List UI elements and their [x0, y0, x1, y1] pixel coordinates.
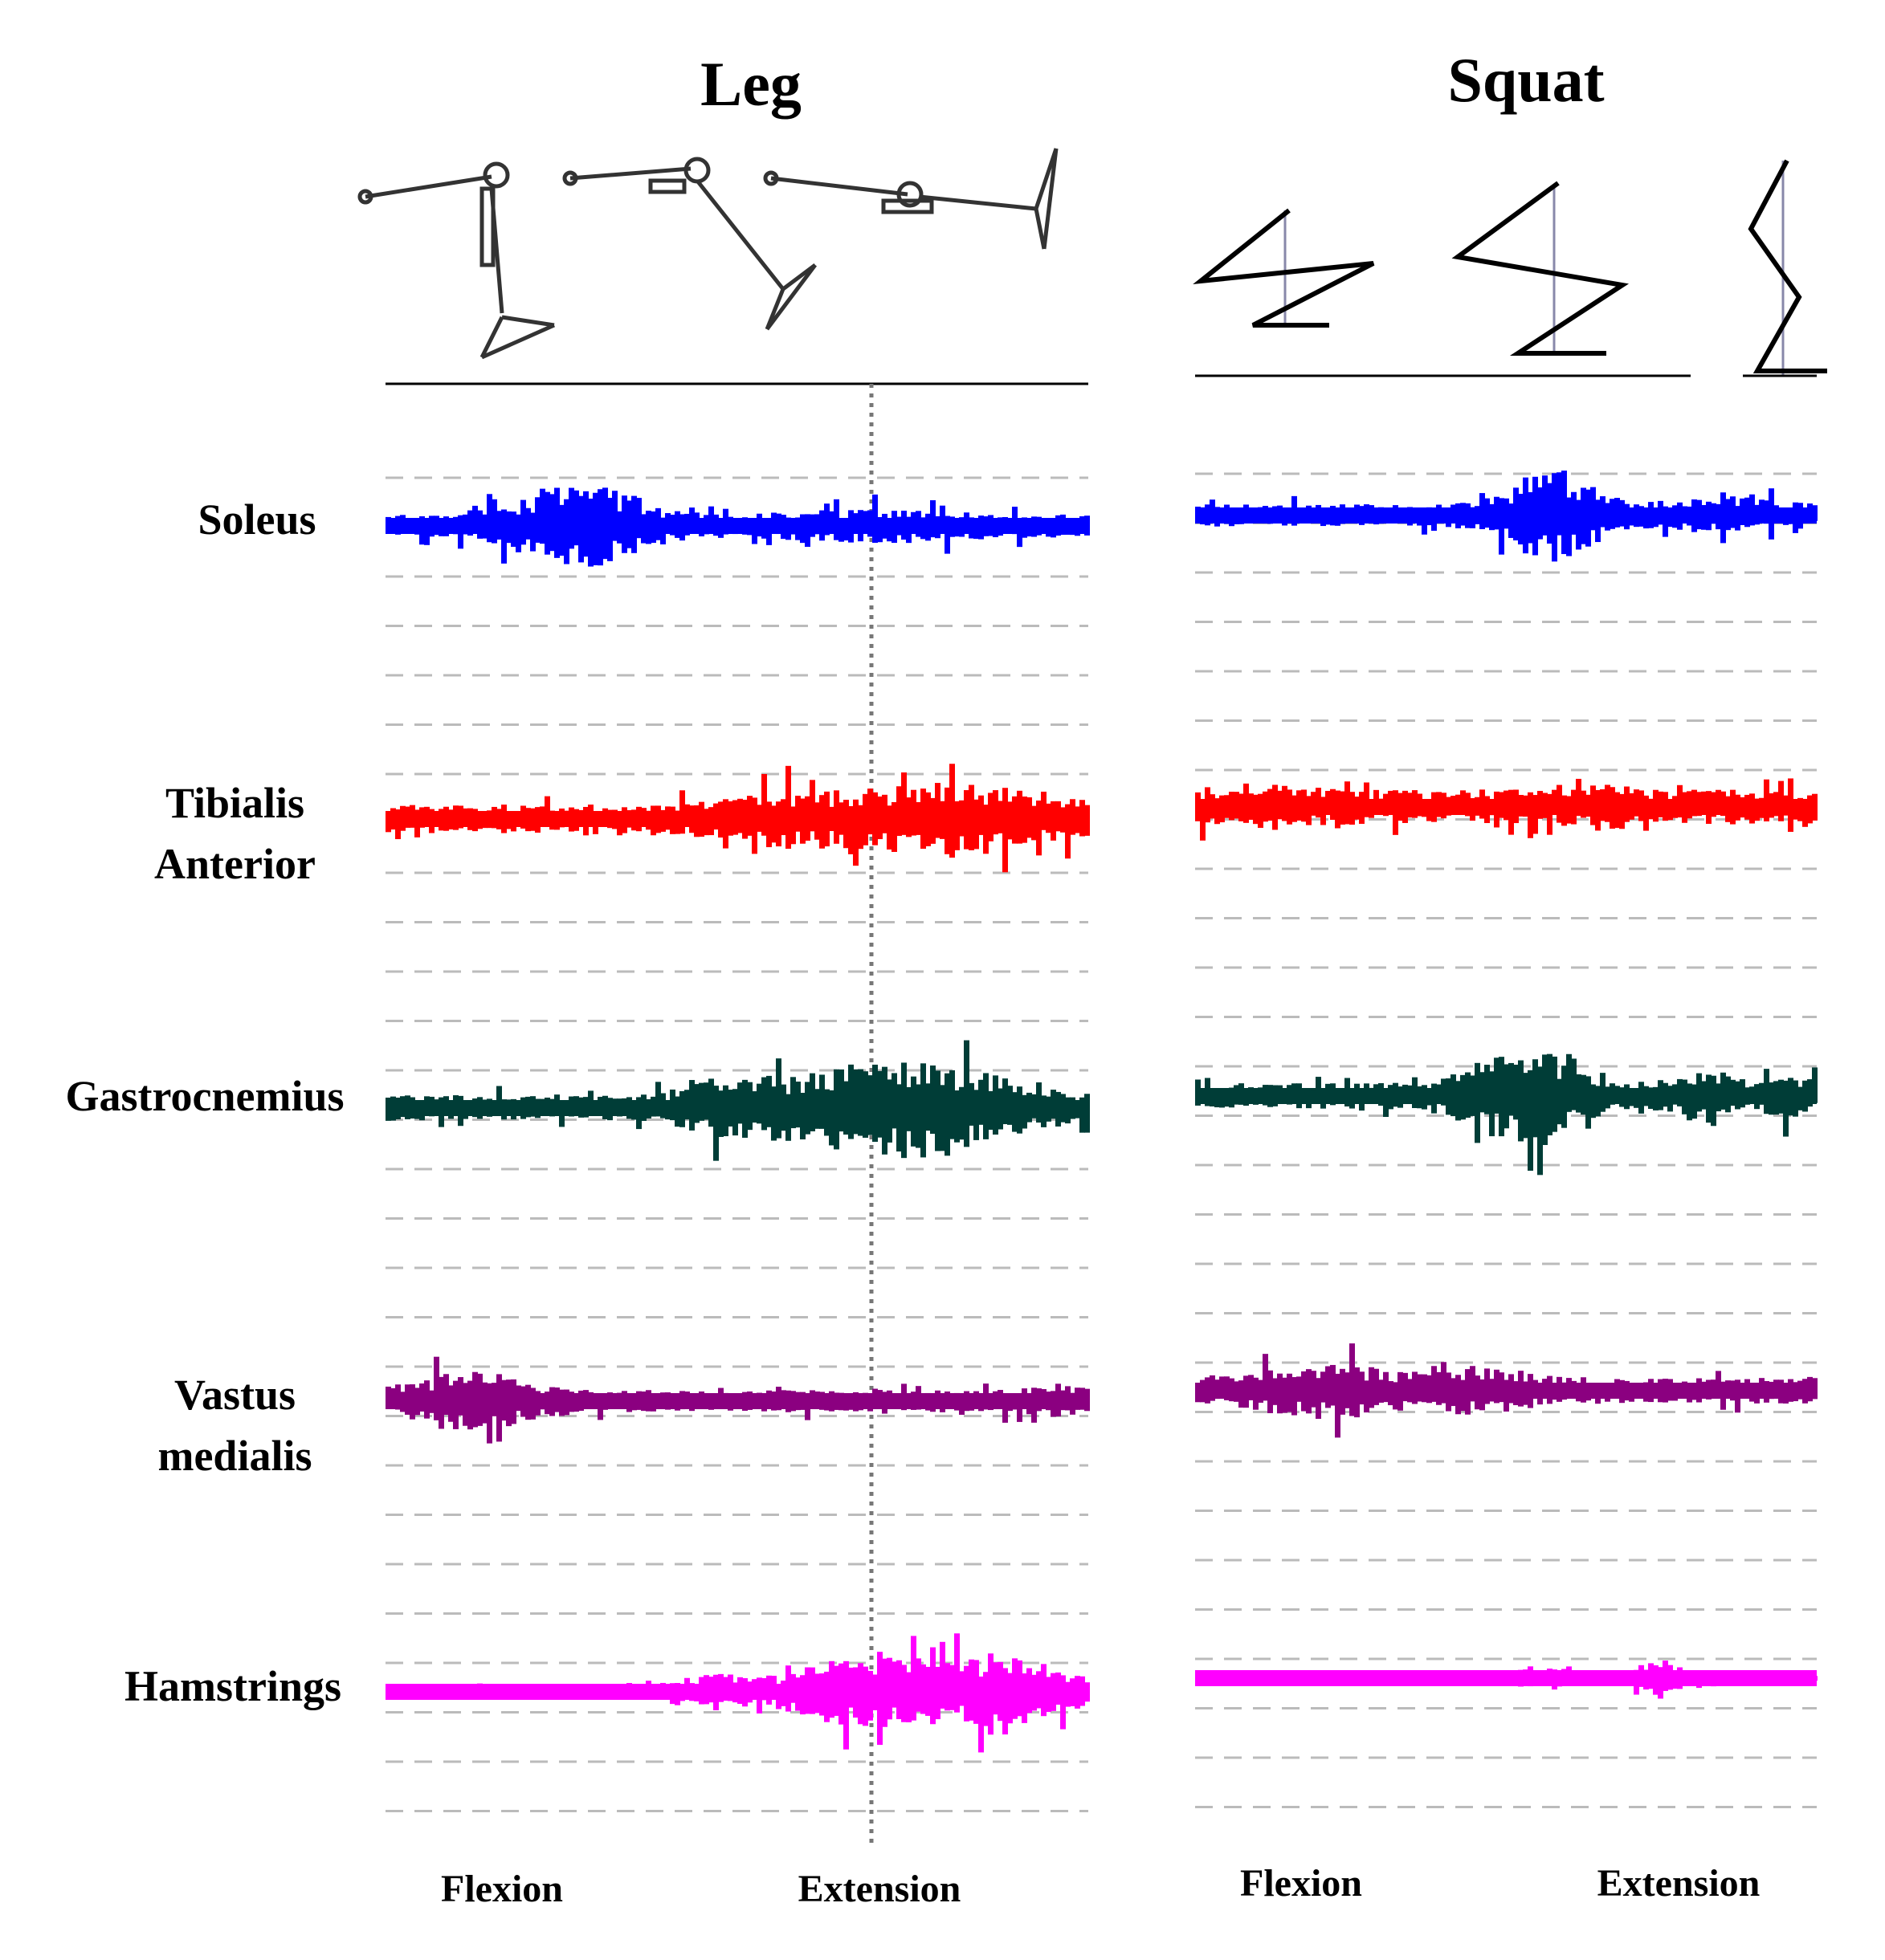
trace-leg-soleus [386, 487, 1090, 567]
emg-traces [386, 471, 1818, 1753]
squat-figure-standing [1748, 159, 1827, 376]
grid-leg [386, 476, 1088, 1812]
squat-phase-flexion: Flexion [1240, 1862, 1362, 1905]
leg-phase-flexion: Flexion [441, 1868, 563, 1910]
leg-stick-figures [357, 148, 1059, 360]
trace-leg-vastus-medialis [386, 1356, 1090, 1444]
muscle-label-tibialis-anterior: Tibialis Anterior [154, 779, 316, 888]
muscle-label-hamstrings: Hamstrings [124, 1662, 341, 1710]
trace-squat-gastrocnemius [1195, 1053, 1818, 1176]
leg-figure-extended [763, 148, 1059, 250]
leg-figure-flexed [357, 161, 556, 360]
trace-leg-hamstrings [386, 1633, 1090, 1753]
trace-leg-tibialis-anterior [386, 764, 1090, 873]
panel-title-leg: Leg [700, 49, 802, 119]
squat-figure-mid [1451, 181, 1630, 356]
panel-title-squat: Squat [1447, 45, 1605, 115]
trace-leg-gastrocnemius [386, 1040, 1090, 1161]
trace-squat-hamstrings [1195, 1660, 1818, 1699]
muscle-label-gastrocnemius: Gastrocnemius [65, 1072, 345, 1120]
trace-squat-vastus-medialis [1195, 1343, 1818, 1438]
squat-phase-extension: Extension [1597, 1862, 1761, 1905]
squat-stick-figures [1193, 159, 1827, 376]
squat-figure-deep [1193, 208, 1375, 328]
grid-squat [1195, 472, 1817, 1808]
leg-phase-extension: Extension [798, 1868, 961, 1910]
leg-figure-mid [562, 157, 817, 331]
trace-squat-tibialis-anterior [1195, 778, 1818, 841]
trace-squat-soleus [1195, 471, 1818, 562]
muscle-label-soleus: Soleus [198, 495, 316, 544]
muscle-label-vastus-medialis: Vastus medialis [157, 1371, 312, 1480]
